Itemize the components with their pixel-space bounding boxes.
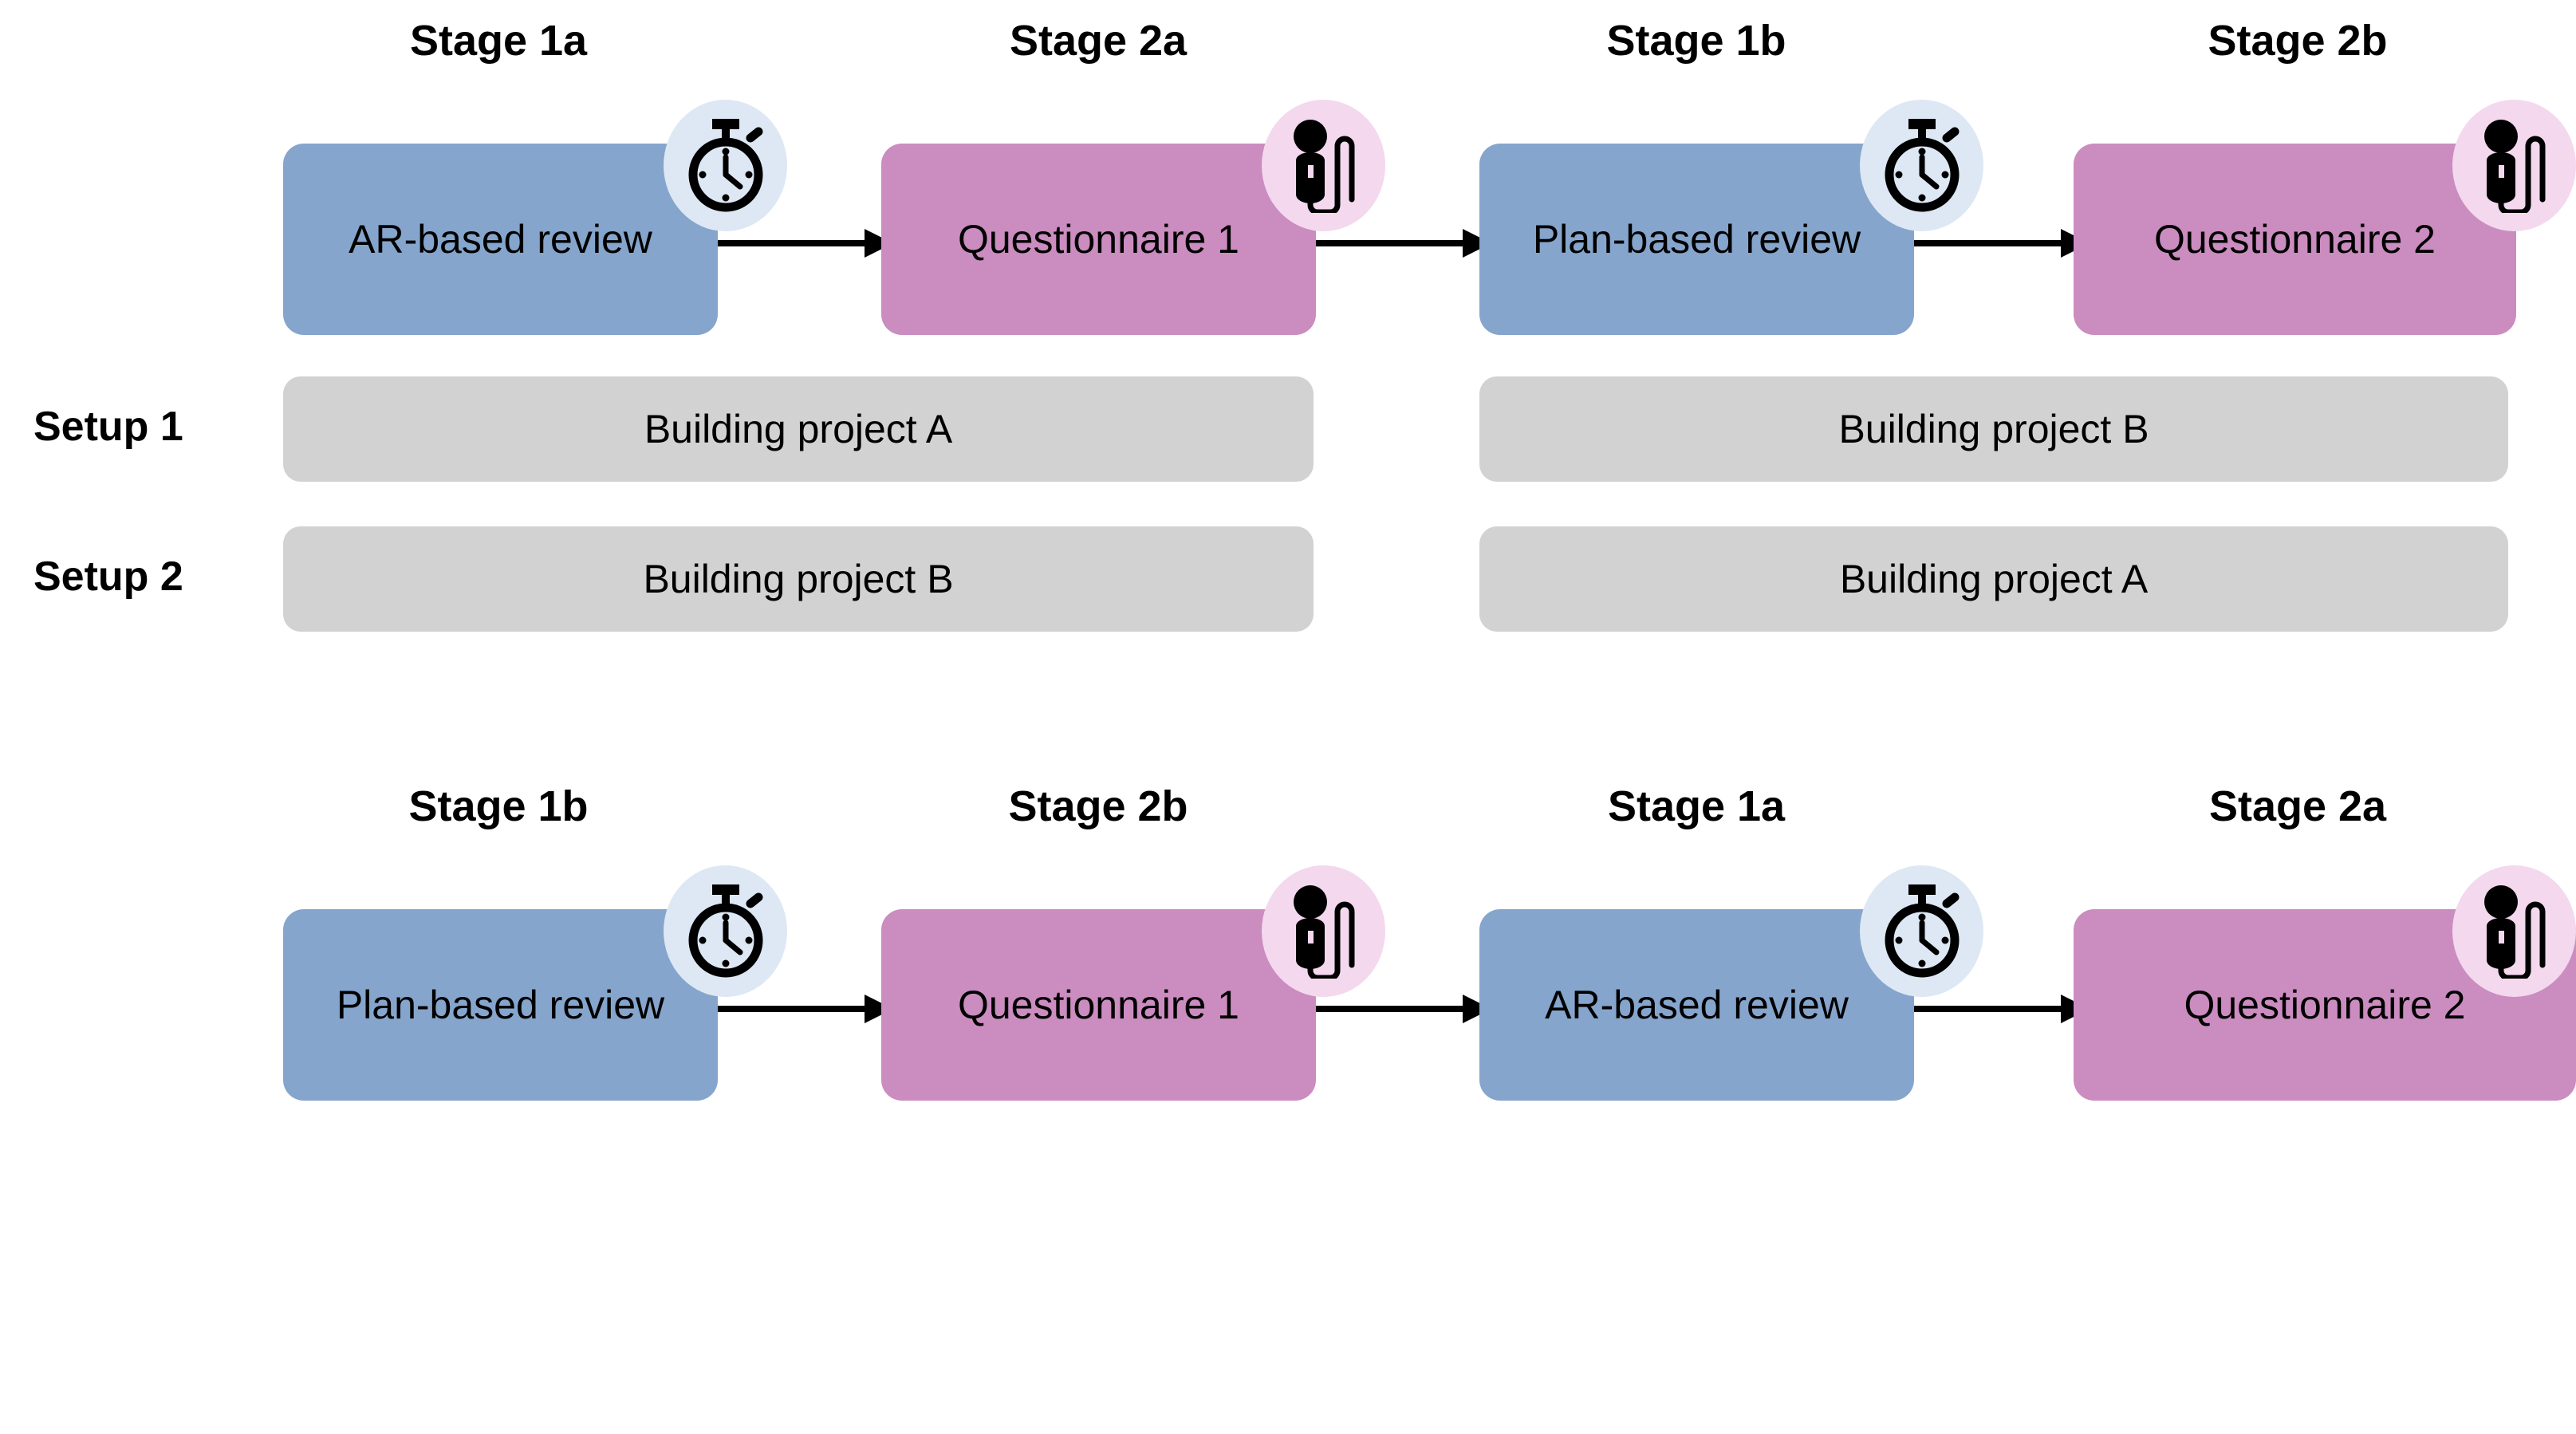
project-bar: Building project B bbox=[283, 526, 1314, 632]
project-bar: Building project A bbox=[283, 376, 1314, 482]
stopwatch-icon bbox=[1860, 865, 1983, 997]
arrow-step3-to-step4 bbox=[1898, 229, 2090, 258]
stage-label-1a: Stage 1a bbox=[1607, 782, 1786, 830]
setup-label-2: Setup 2 bbox=[33, 554, 183, 600]
stage-label-2a: Stage 2a bbox=[1009, 17, 1188, 65]
project-bar: Building project A bbox=[1479, 526, 2508, 632]
stopwatch-icon bbox=[1860, 100, 1983, 231]
stopwatch-icon bbox=[664, 865, 787, 997]
stage-label-2b: Stage 2b bbox=[1008, 782, 1188, 830]
stage-label-1a: Stage 1a bbox=[409, 17, 588, 65]
project-bar: Building project B bbox=[1479, 376, 2508, 482]
step-box-plan-based-review[interactable]: Plan-based review bbox=[1479, 144, 1914, 335]
group-1: Stage 1a Stage 2a Stage 1b Stage 2b AR-b… bbox=[0, 0, 2576, 638]
arrow-step1-to-step2 bbox=[702, 995, 893, 1023]
step-box-questionnaire-1[interactable]: Questionnaire 1 bbox=[881, 144, 1316, 335]
arrow-step1-to-step2 bbox=[702, 229, 893, 258]
step-box-questionnaire-1[interactable]: Questionnaire 1 bbox=[881, 909, 1316, 1101]
stage-label-2a: Stage 2a bbox=[2208, 782, 2387, 830]
survey-icon bbox=[2452, 100, 2576, 231]
group-2: Stage 1b Stage 2b Stage 1a Stage 2a Plan… bbox=[0, 766, 2576, 1434]
step-box-questionnaire-2[interactable]: Questionnaire 2 bbox=[2074, 144, 2516, 335]
stage-label-1b: Stage 1b bbox=[408, 782, 589, 830]
arrow-step3-to-step4 bbox=[1898, 995, 2090, 1023]
step-box-plan-based-review[interactable]: Plan-based review bbox=[283, 909, 718, 1101]
survey-icon bbox=[1262, 100, 1385, 231]
step-box-ar-based-review[interactable]: AR-based review bbox=[1479, 909, 1914, 1101]
stage-label-2b: Stage 2b bbox=[2208, 17, 2388, 65]
step-box-ar-based-review[interactable]: AR-based review bbox=[283, 144, 718, 335]
setup-label-1: Setup 1 bbox=[33, 404, 183, 450]
arrow-step2-to-step3 bbox=[1300, 229, 1491, 258]
arrow-step2-to-step3 bbox=[1300, 995, 1491, 1023]
stopwatch-icon bbox=[664, 100, 787, 231]
stage-label-1b: Stage 1b bbox=[1606, 17, 1786, 65]
survey-icon bbox=[2452, 865, 2576, 997]
survey-icon bbox=[1262, 865, 1385, 997]
